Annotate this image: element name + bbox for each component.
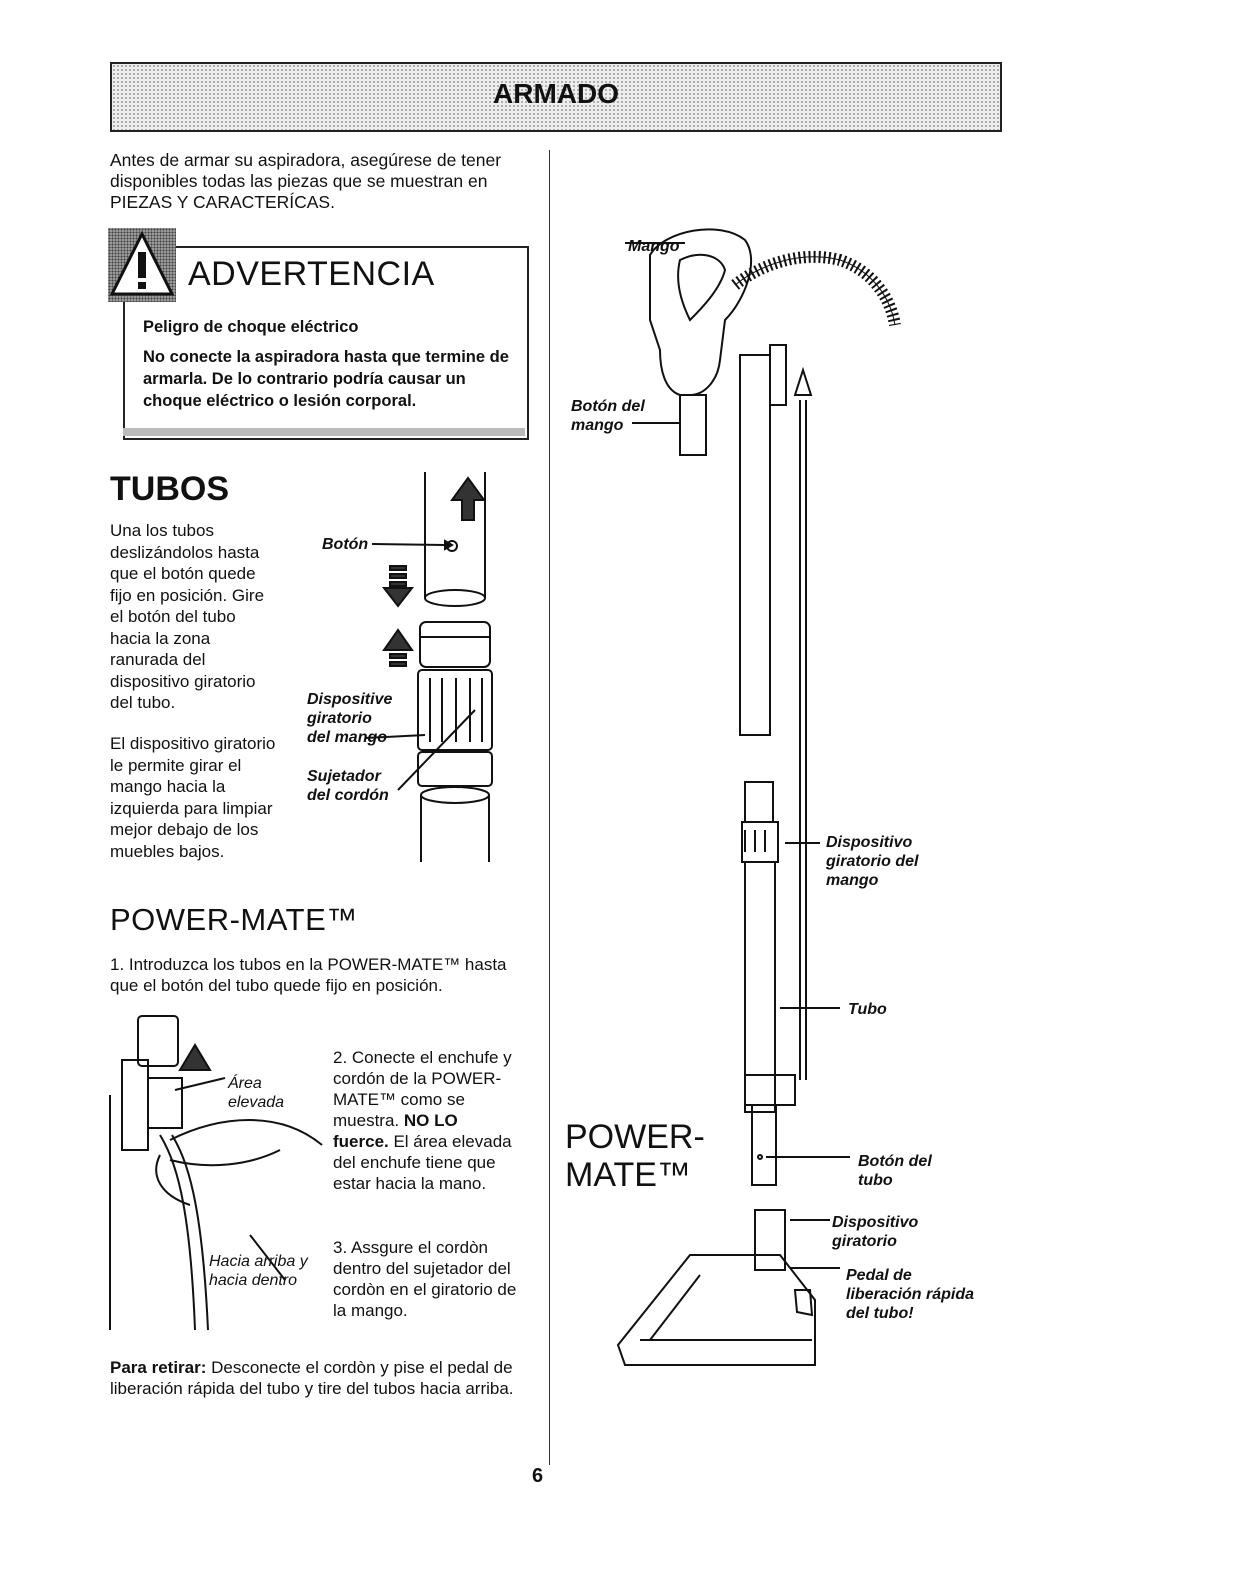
label-tubo: Tubo [848, 1001, 887, 1018]
label-area-elevada: Área elevada [228, 1075, 285, 1111]
section-title: ARMADO [493, 78, 619, 109]
label-boton-tubo: Botón del tubo [858, 1153, 932, 1189]
powermate-step-2: 2. Conecte el enchufe y cordón de la POW… [333, 1047, 518, 1194]
warning-icon [108, 228, 176, 302]
label-pedal-liberacion: Pedal de liberación rápida del tubo! [846, 1267, 975, 1322]
powermate-step-1: 1. Introduzca los tubos en la POWER-MATE… [110, 955, 507, 995]
powermate-big-title: POWER-MATE™ [565, 1118, 705, 1194]
section-header: ARMADO [110, 62, 1002, 132]
warning-bottom-strip [123, 428, 525, 436]
label-dispositivo-giratorio: Dispositivo giratorio [832, 1214, 919, 1250]
label-sujetador: Sujetador del cordón [307, 768, 389, 804]
page-number: 6 [532, 1465, 544, 1487]
remove-instructions: Para retirar: Desconecte el cordòn y pis… [110, 1357, 530, 1399]
label-hacia-arriba: Hacia arriba y hacia dentro [209, 1253, 308, 1289]
remove-text: Desconecte el cordòn y pise el pedal de … [110, 1358, 514, 1398]
tubos-heading: TUBOS [110, 470, 229, 508]
warning-title: ADVERTENCIA [188, 255, 435, 293]
step2-text-bold: NO LO fuerce. [333, 1111, 458, 1151]
powermate-step-3: 3. Assgure el cordòn dentro del sujetado… [333, 1238, 517, 1320]
step2-text-a: 2. Conecte el enchufe y cordón de la POW… [333, 1048, 512, 1130]
powermate-heading: POWER-MATE™ [110, 902, 358, 937]
tubos-paragraph-1: Una los tubos deslizándolos hasta que el… [110, 521, 265, 712]
column-divider [549, 150, 550, 1465]
intro-text: Antes de armar su aspiradora, asegúrese … [110, 150, 502, 212]
tubos-paragraph-2: El dispositivo giratorio le permite gira… [110, 734, 276, 861]
warning-body: No conecte la aspiradora hasta que termi… [143, 348, 509, 410]
label-boton: Botón [322, 536, 369, 553]
remove-label: Para retirar: [110, 1358, 207, 1377]
powermate-big-title-line2: MATE™ [565, 1156, 691, 1194]
powermate-big-title-line1: POWER- [565, 1118, 705, 1156]
label-boton-mango: Botón del mango [571, 398, 645, 434]
warning-box [123, 246, 529, 440]
step2-text-b: El área elevada del enchufe tiene que es… [333, 1132, 512, 1193]
label-dispositivo-mango: Dispositive giratorio del mango [307, 691, 393, 746]
label-dispositivo-giratorio-mango: Dispositivo giratorio del mango [826, 834, 919, 889]
warning-subtitle: Peligro de choque eléctrico [143, 318, 359, 336]
